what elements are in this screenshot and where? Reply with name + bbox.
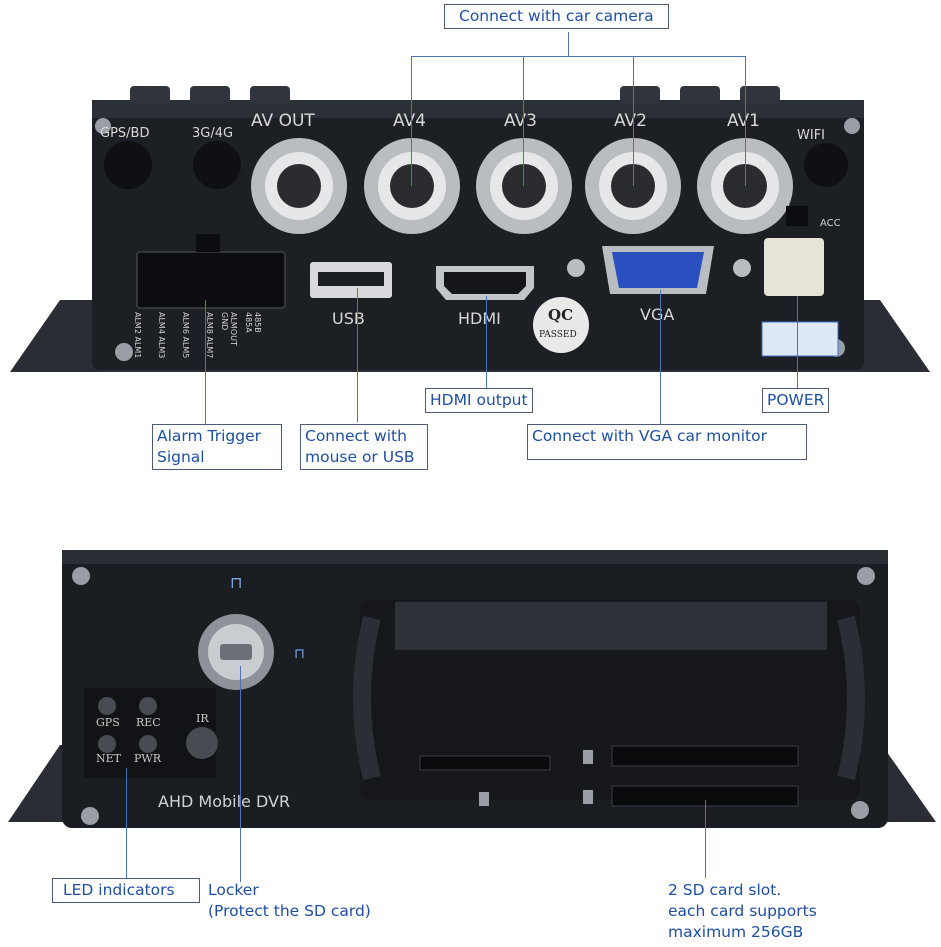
aviation-connectors <box>251 138 793 234</box>
alarm-pin-label: 485B 485A <box>244 312 262 333</box>
av-out-connector <box>251 138 347 234</box>
sd-slot-1 <box>611 745 799 767</box>
hdmi-label: HDMI <box>458 309 501 328</box>
av1-label: AV1 <box>727 111 760 131</box>
led-leader <box>126 768 127 878</box>
power-leader <box>797 296 798 388</box>
hdmi-leader <box>486 296 487 388</box>
locker-leader <box>240 666 241 882</box>
led-panel <box>84 688 216 778</box>
camera-leader-stem <box>568 32 569 56</box>
brand-label: AHD Mobile DVR <box>158 792 291 811</box>
vga-label: VGA <box>640 305 675 324</box>
alarm-leader <box>205 300 206 424</box>
power-callout: POWER <box>762 388 830 413</box>
alarm-trigger-line2: Signal <box>157 448 205 466</box>
acc-label: ACC <box>820 218 841 229</box>
qc-sticker <box>533 297 589 353</box>
alarm-pin-label: ALM2 ALM1 <box>133 312 142 359</box>
vga-callout: Connect with VGA car monitor <box>527 424 807 460</box>
front-panel-illustration: ⊓ ⊓ <box>8 550 936 828</box>
locker-line1: Locker <box>208 881 259 899</box>
alarm-pin-label: ALM4 ALM3 <box>157 312 166 359</box>
hdmi-callout: HDMI output <box>425 388 533 413</box>
av-out-label: AV OUT <box>251 111 315 131</box>
led-callout: LED indicators <box>52 878 200 903</box>
svg-text:⊓: ⊓ <box>230 573 242 592</box>
usb-leader <box>357 288 358 422</box>
sd-callout: 2 SD card slot. each card supports maxim… <box>664 880 821 943</box>
alarm-trigger-line1: Alarm Trigger <box>157 427 261 445</box>
alarm-pin-labels: ALM2 ALM1 ALM4 ALM3 ALM6 ALM5 ALM8 ALM7 … <box>133 312 290 372</box>
vga-leader <box>660 290 661 424</box>
camera-leader-bar <box>411 56 745 57</box>
led-pwr-label: PWR <box>134 752 161 765</box>
av3-label: AV3 <box>504 111 537 131</box>
qc-passed-text: PASSED <box>539 330 577 340</box>
power-pin-table <box>761 321 839 357</box>
led-ir-label: IR <box>196 712 209 725</box>
alarm-trigger-callout: Alarm Trigger Signal <box>152 424 282 470</box>
alarm-pin-label: ALM8 ALM7 <box>205 312 214 359</box>
alarm-pin-label: ALMOUT GND <box>220 312 238 346</box>
3g-4g-label: 3G/4G <box>192 126 234 141</box>
sd-leader <box>705 800 706 878</box>
gps-bd-label: GPS/BD <box>100 126 150 141</box>
alarm-terminal-block <box>136 251 286 309</box>
av1-connector <box>697 138 793 234</box>
svg-text:⊓: ⊓ <box>294 646 305 662</box>
usb-callout-line1: Connect with <box>305 427 407 445</box>
av4-label: AV4 <box>393 111 426 131</box>
av3-connector <box>476 138 572 234</box>
wifi-label: WIFI <box>797 128 825 143</box>
av4-connector <box>364 138 460 234</box>
locker-line2: (Protect the SD card) <box>208 902 371 920</box>
camera-leader-drop <box>745 56 746 186</box>
sd-line3: maximum 256GB <box>668 923 804 941</box>
locker-callout: Locker (Protect the SD card) <box>204 880 375 922</box>
sim-slot <box>419 755 551 771</box>
av2-connector <box>585 138 681 234</box>
usb-callout: Connect with mouse or USB <box>300 424 428 470</box>
led-gps-label: GPS <box>96 716 120 729</box>
led-net-label: NET <box>96 752 121 765</box>
sd-line2: each card supports <box>668 902 817 920</box>
qc-text: QC <box>548 306 574 324</box>
rear-panel-illustration <box>10 86 930 372</box>
key-lock <box>198 614 274 690</box>
av2-label: AV2 <box>614 111 647 131</box>
power-connector <box>764 238 824 296</box>
camera-leader-drop <box>633 56 634 186</box>
sd-line1: 2 SD card slot. <box>668 881 782 899</box>
camera-leader-drop <box>411 56 412 186</box>
led-rec-label: REC <box>136 716 161 729</box>
camera-leader-drop <box>523 56 524 186</box>
camera-callout: Connect with car camera <box>444 4 669 29</box>
alarm-pin-label: ALM6 ALM5 <box>181 312 190 359</box>
usb-label: USB <box>332 309 365 328</box>
usb-callout-line2: mouse or USB <box>305 448 415 466</box>
